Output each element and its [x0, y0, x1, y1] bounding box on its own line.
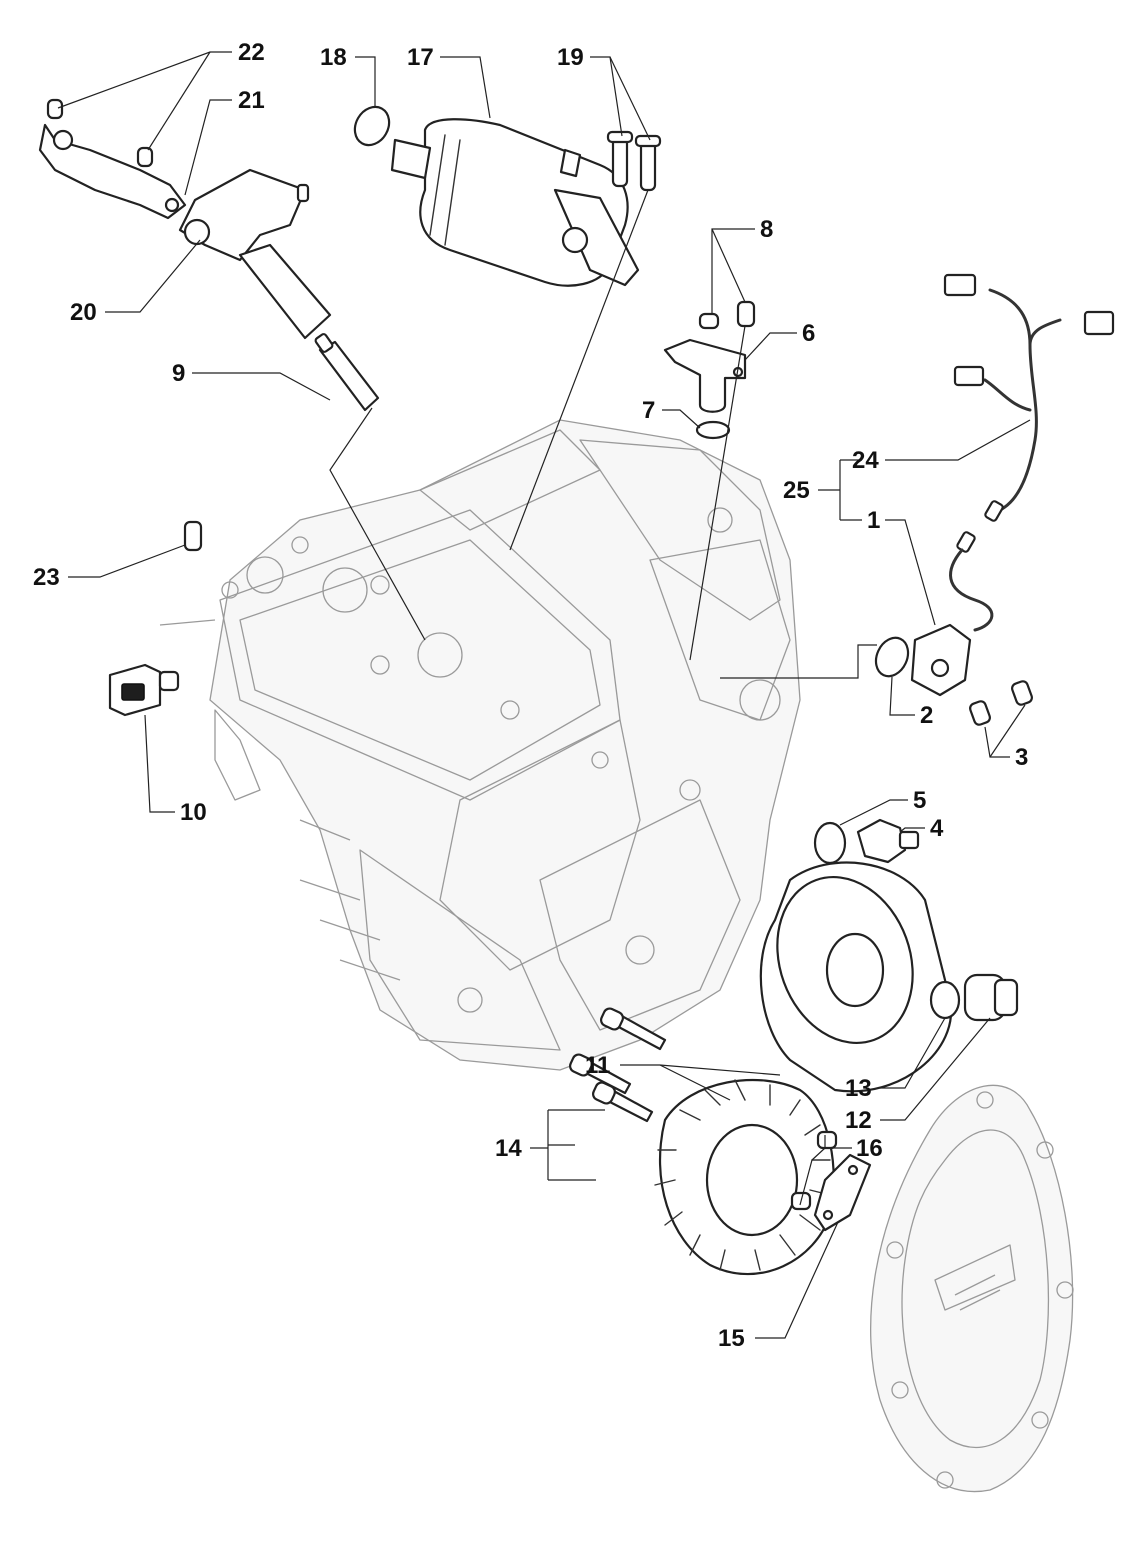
- callout-4: 4: [930, 815, 944, 842]
- stator: [654, 1078, 835, 1276]
- callout-18: 18: [320, 44, 347, 71]
- callout-22: 22: [238, 39, 265, 66]
- rotor-bolt: [963, 973, 1019, 1022]
- callout-1: 1: [867, 507, 880, 534]
- washer-13: [929, 980, 961, 1020]
- callout-23: 23: [33, 564, 60, 591]
- starter-bolts: [606, 130, 662, 192]
- callout-19: 19: [557, 44, 584, 71]
- oil-pressure-switch: [856, 818, 920, 864]
- callout-13: 13: [845, 1075, 872, 1102]
- sensor-bolts: [698, 300, 756, 330]
- washer-5: [813, 821, 847, 865]
- callout-6: 6: [802, 320, 815, 347]
- callout-25: 25: [783, 477, 810, 504]
- callout-14: 14: [495, 1135, 522, 1162]
- o-ring-starter: [353, 105, 391, 147]
- callout-20: 20: [70, 299, 97, 326]
- callout-3: 3: [1015, 744, 1028, 771]
- ignition-coil: [178, 168, 332, 340]
- callout-labels: 22 21 18 17 19 8 20 6 9 7 24 25 1 23 2 3…: [33, 39, 1028, 1352]
- callout-16: 16: [856, 1135, 883, 1162]
- cover-bolt: [183, 520, 203, 552]
- engine-block: [159, 419, 801, 1071]
- temperature-sensor: [108, 663, 180, 717]
- callout-8: 8: [760, 216, 773, 243]
- sensor-screws: [969, 680, 1033, 726]
- starter-motor: [390, 118, 640, 287]
- callout-24: 24: [852, 447, 879, 474]
- pickup-sensor: [910, 623, 972, 697]
- callout-17: 17: [407, 44, 434, 71]
- callout-12: 12: [845, 1107, 872, 1134]
- leader-lines: [57, 51, 1031, 1339]
- coil-bracket: [38, 123, 187, 220]
- callout-7: 7: [642, 397, 655, 424]
- wiring-harness: [943, 273, 1115, 632]
- generator-cover: [870, 1084, 1074, 1493]
- stator-bolts: [569, 1007, 667, 1123]
- cable-clamp: [813, 1153, 872, 1232]
- callout-11: 11: [585, 1052, 610, 1079]
- bracket-bolts: [46, 98, 154, 168]
- callout-9: 9: [172, 360, 185, 387]
- callout-10: 10: [180, 799, 207, 826]
- o-ring-sensor: [695, 420, 731, 440]
- callout-21: 21: [238, 87, 265, 114]
- callout-5: 5: [913, 787, 926, 814]
- callout-15: 15: [718, 1325, 745, 1352]
- spark-plug: [314, 333, 380, 412]
- flywheel-rotor: [759, 861, 953, 1093]
- o-ring-2: [874, 636, 910, 678]
- callout-2: 2: [920, 702, 933, 729]
